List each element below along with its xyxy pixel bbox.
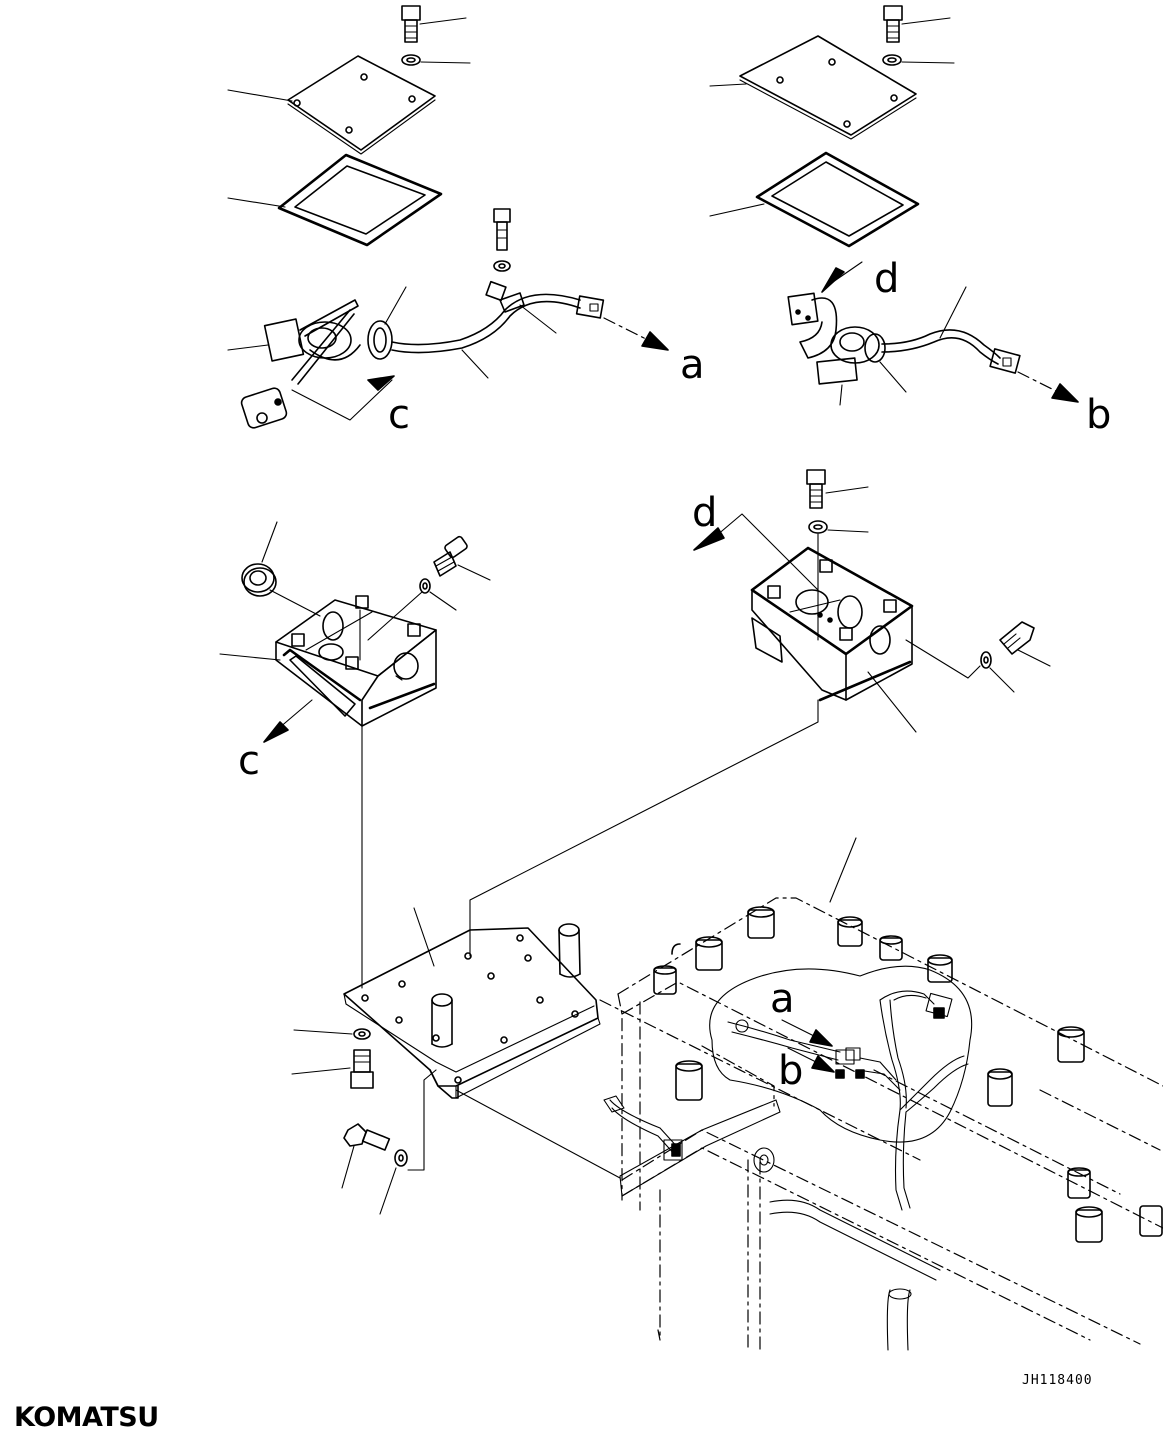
leader-line: [269, 589, 321, 617]
callout-c-lower: c: [238, 738, 260, 784]
callout-a: a: [680, 342, 705, 388]
washer-icon: [419, 578, 431, 594]
callout-b-frame: b: [778, 1048, 803, 1094]
leader-line: [827, 529, 869, 533]
leader-line: [989, 667, 1015, 693]
leader-line: [461, 349, 489, 379]
top-right-cover-assembly: b d: [709, 5, 1111, 438]
leader-line: [519, 304, 557, 334]
leader-line: [291, 1067, 351, 1075]
leader-line: [429, 591, 457, 611]
elbow-fitting-icon: [999, 621, 1035, 655]
arrow-c-icon: [263, 699, 313, 743]
leader-line: [407, 1069, 437, 1171]
washer-icon: [353, 1028, 371, 1040]
callout-a-frame: a: [770, 976, 795, 1022]
cover-plate: [287, 55, 436, 155]
leader-line: [709, 203, 765, 217]
washer-icon: [808, 520, 828, 534]
cover-plate: [739, 35, 917, 140]
callout-c: c: [388, 392, 410, 438]
leader-line: [901, 61, 955, 64]
leader-line: [413, 907, 435, 967]
mounting-bracket: [343, 923, 601, 1099]
leader-line: [419, 17, 467, 25]
callout-b: b: [1086, 392, 1111, 438]
leader-line: [709, 83, 747, 87]
wire-harness: [391, 280, 605, 354]
leader-line: [939, 286, 967, 339]
leader-line: [227, 197, 286, 208]
leader-line: [227, 344, 269, 351]
leader-line: [469, 699, 819, 957]
arrow-d-icon: [821, 261, 863, 293]
bolt-icon: [343, 1123, 391, 1151]
washer-icon: [401, 54, 421, 66]
grommet-icon: [241, 563, 277, 597]
leader-line: [905, 639, 981, 679]
bolt-icon: [883, 5, 903, 43]
leader-line: [227, 89, 293, 102]
leader-line: [367, 591, 423, 641]
leader-line: [219, 653, 281, 661]
callout-d: d: [874, 256, 899, 302]
level-switch: [787, 292, 886, 385]
arrow-a-icon: [781, 1019, 833, 1047]
leader-line: [384, 286, 407, 325]
washer-icon: [980, 651, 992, 669]
leader-line: [829, 837, 857, 903]
bolt-icon: [350, 1049, 374, 1089]
arrow-b-icon: [1017, 371, 1079, 403]
leader-line: [901, 17, 951, 25]
leader-line: [420, 61, 471, 64]
arrow-c-icon: [291, 375, 395, 421]
leader-line: [455, 1089, 621, 1179]
right-switch-box: d: [692, 469, 1051, 733]
leader-line: [1017, 649, 1051, 667]
gasket: [755, 151, 920, 248]
washer-icon: [882, 54, 902, 66]
arrow-a-icon: [603, 317, 669, 351]
gasket: [277, 153, 443, 247]
arrow-b-icon: [787, 1047, 835, 1073]
leader-line: [341, 1145, 355, 1189]
callout-d-lower: d: [692, 490, 717, 536]
machine-frame: [599, 897, 1163, 1351]
left-switch-box: c: [219, 521, 491, 784]
arrow-d-icon: [693, 513, 819, 591]
brand-logo: KOMATSU: [14, 1402, 159, 1433]
small-bolt-icon: [493, 208, 511, 272]
elbow-fitting-icon: [433, 535, 468, 577]
leader-line: [867, 671, 917, 733]
wire-harness: [881, 329, 1021, 374]
leader-line: [379, 1167, 397, 1215]
top-left-cover-assembly: a c: [227, 5, 705, 438]
leader-line: [825, 486, 869, 494]
leader-line: [879, 361, 907, 393]
drawing-code: JH118400: [1022, 1373, 1093, 1388]
detail-bubble: [709, 965, 973, 1143]
leader-line: [457, 564, 491, 581]
leader-line: [293, 1029, 353, 1035]
washer-icon: [394, 1149, 408, 1167]
bolt-icon: [806, 469, 826, 509]
leader-line: [261, 521, 278, 563]
bolt-icon: [401, 5, 421, 43]
level-switch: [240, 299, 393, 429]
leader-line: [839, 384, 843, 406]
frame-harness: [603, 990, 969, 1211]
